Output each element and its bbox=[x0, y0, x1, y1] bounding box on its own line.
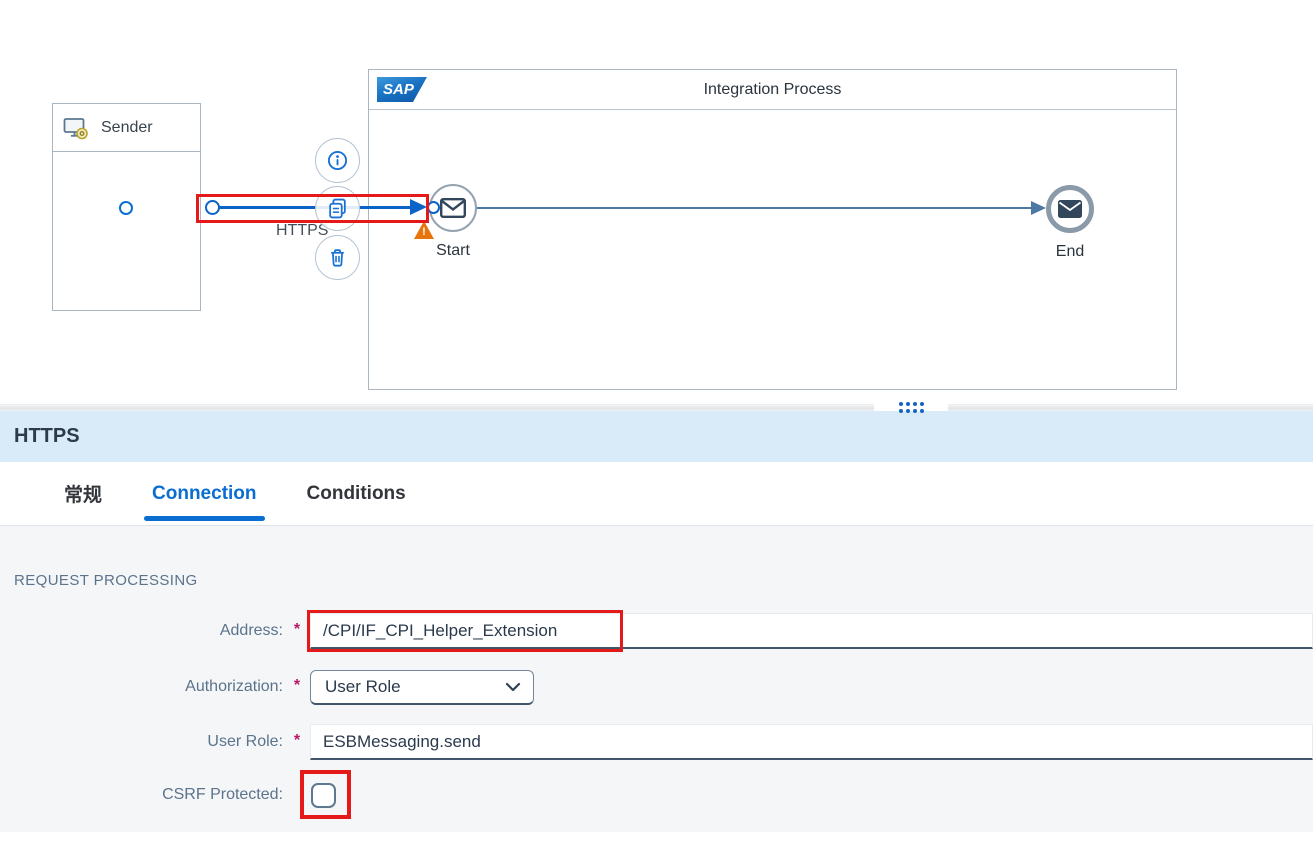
copy-icon bbox=[329, 198, 346, 219]
sender-port[interactable] bbox=[119, 201, 133, 215]
https-message-flow-arrowhead-icon bbox=[410, 199, 427, 215]
sender-label: Sender bbox=[101, 118, 153, 136]
info-icon bbox=[327, 150, 348, 171]
copy-button[interactable] bbox=[315, 186, 360, 231]
address-label: Address: bbox=[219, 622, 283, 639]
https-message-flow[interactable] bbox=[212, 206, 413, 209]
delete-button[interactable] bbox=[315, 235, 360, 280]
sender-participant[interactable]: Sender bbox=[52, 103, 201, 311]
bottom-strip bbox=[0, 832, 1313, 842]
message-flow-target-endpoint[interactable] bbox=[427, 201, 440, 214]
message-envelope-outline-icon bbox=[440, 198, 466, 218]
address-required-marker: * bbox=[293, 621, 301, 638]
authorization-select[interactable]: User Role bbox=[310, 670, 534, 705]
authorization-label: Authorization: bbox=[185, 678, 283, 695]
sequence-flow-line[interactable] bbox=[477, 207, 1033, 209]
properties-panel-header: HTTPS bbox=[0, 411, 1313, 462]
message-envelope-filled-icon bbox=[1058, 200, 1082, 218]
splitter-grip-icon[interactable] bbox=[899, 402, 924, 413]
tab-conditions[interactable]: Conditions bbox=[306, 482, 406, 504]
diagram-canvas[interactable]: Sender SAP Integration Process HTTPS bbox=[0, 0, 1313, 404]
connection-form bbox=[0, 526, 1313, 832]
sender-system-icon bbox=[63, 117, 88, 139]
tab-general[interactable]: 常规 bbox=[64, 485, 103, 506]
message-flow-label: HTTPS bbox=[276, 222, 329, 239]
integration-process-container[interactable]: SAP Integration Process bbox=[368, 69, 1177, 390]
message-flow-source-endpoint[interactable] bbox=[205, 200, 220, 215]
end-event-node[interactable] bbox=[1046, 185, 1094, 233]
csrf-protected-checkbox[interactable] bbox=[311, 783, 336, 808]
sender-header: Sender bbox=[53, 104, 200, 152]
authorization-selected-value: User Role bbox=[325, 677, 401, 696]
properties-tabbar: 常规 Connection Conditions bbox=[0, 462, 1313, 526]
integration-process-header: SAP Integration Process bbox=[369, 70, 1176, 110]
chevron-down-icon bbox=[505, 682, 521, 692]
integration-process-title: Integration Process bbox=[703, 80, 842, 98]
user-role-required-marker: * bbox=[293, 732, 301, 749]
csrf-protected-label: CSRF Protected: bbox=[162, 786, 283, 803]
properties-panel-title: HTTPS bbox=[14, 425, 80, 447]
trash-icon bbox=[331, 249, 344, 267]
tab-connection[interactable]: Connection bbox=[144, 462, 264, 525]
sequence-flow-arrowhead-icon bbox=[1031, 201, 1046, 215]
sap-logo: SAP bbox=[377, 77, 427, 102]
user-role-input[interactable] bbox=[310, 724, 1313, 760]
authorization-required-marker: * bbox=[293, 677, 301, 694]
panel-splitter[interactable] bbox=[0, 404, 1313, 411]
info-button[interactable] bbox=[315, 138, 360, 183]
start-event-label: Start bbox=[436, 242, 470, 259]
request-processing-section-title: REQUEST PROCESSING bbox=[14, 572, 198, 589]
user-role-label: User Role: bbox=[207, 733, 283, 750]
end-event-label: End bbox=[1055, 243, 1085, 260]
address-input[interactable] bbox=[310, 613, 1313, 649]
